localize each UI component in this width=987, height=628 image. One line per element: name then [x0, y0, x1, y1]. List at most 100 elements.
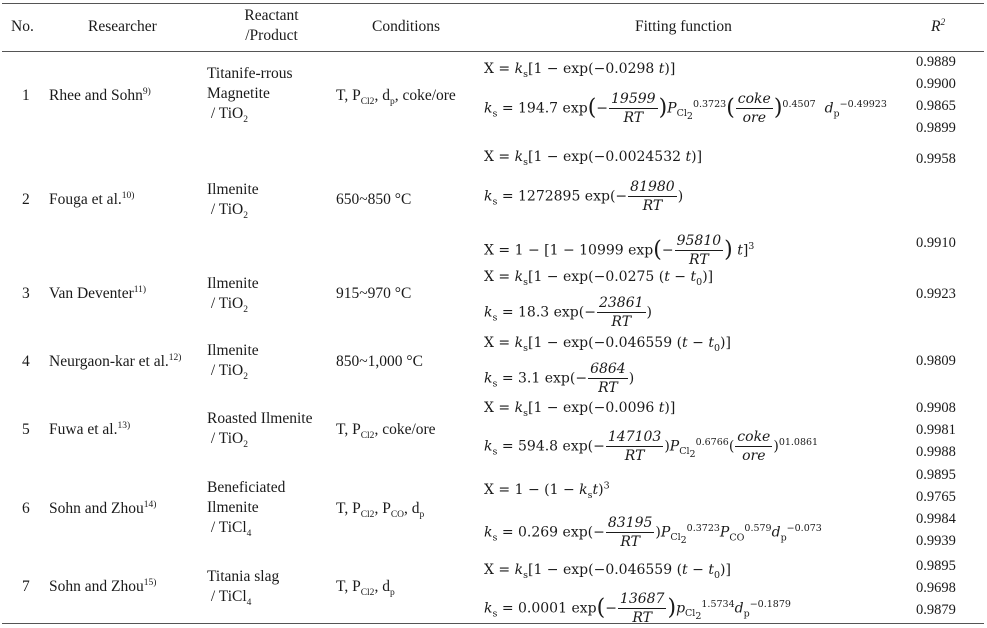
equation-fragment: d — [824, 100, 834, 117]
equation-fragment: 23861 — [596, 295, 646, 313]
reactant-line: Ilmenite — [207, 181, 259, 198]
conditions-text: , P — [374, 500, 391, 517]
equation-fragment: 0.3723 — [692, 98, 727, 110]
equation-fragment: t — [664, 269, 670, 285]
product-text: / TiO — [210, 362, 244, 379]
row-reactant: Titania slag / TiCl4 — [207, 567, 280, 608]
product-subscript: 2 — [243, 115, 248, 126]
equation-fragment: [1 − exp(−0.0298 — [527, 61, 659, 77]
equation-fragment: k — [514, 61, 524, 77]
header-no: No. — [11, 18, 34, 35]
equation-fragment: s — [523, 342, 528, 354]
equation-fragment: t — [658, 61, 665, 77]
row-reactant: Ilmenite / TiO2 — [207, 180, 259, 222]
equation-fragment: ) — [646, 304, 652, 321]
row-researcher: Rhee and Sohn9) — [49, 86, 151, 106]
product-text: / TiCl — [210, 588, 247, 605]
equation-fragment: d — [734, 600, 744, 617]
row-reactant: Roasted Ilmenite / TiO2 — [207, 409, 312, 450]
product-subscript: 4 — [246, 529, 252, 540]
equation-fragment: ( — [596, 595, 606, 621]
equation-fragment: RT — [623, 110, 644, 126]
equation-fragment: k — [484, 188, 493, 205]
conditions-text: , coke/ore — [374, 421, 436, 438]
equation-fragment: t — [708, 562, 714, 578]
reactant-line: Ilmenite — [207, 499, 259, 516]
product-subscript: 2 — [243, 211, 248, 222]
equation-fragment: ) — [677, 188, 684, 205]
reactant-line: Beneficiated — [207, 479, 286, 496]
equation-fragment: s — [523, 276, 528, 288]
conditions-subscript: p — [389, 97, 395, 108]
equation-fragment: 2 — [689, 449, 696, 461]
header-conditions: Conditions — [372, 18, 441, 35]
equation-fragment: Cl2 — [685, 608, 702, 623]
fitting-equation: X = ks[1 − exp(−0.0275 (t − t0)] — [484, 268, 713, 288]
reference-number: 12) — [168, 352, 182, 363]
researcher-name: Fouga et al. — [49, 191, 122, 208]
equation-fragment: )] — [664, 400, 676, 416]
header-fitting: Fitting function — [635, 18, 732, 35]
equation-fragment: 2 — [695, 611, 702, 623]
equation-fragment: 95810 — [674, 233, 724, 251]
reference-number: 11) — [133, 284, 147, 295]
equation-fragment: 0 — [713, 569, 721, 581]
row-reactant: Ilmenite / TiO2 — [207, 341, 259, 382]
product-text: / TiO — [210, 295, 244, 312]
r2-value: 0.9910 — [916, 235, 956, 251]
equation-fragment: 1.5734 — [701, 598, 735, 610]
equation-fragment: ) — [667, 595, 677, 621]
equation-fragment: 0 — [696, 276, 703, 288]
r2-value: 0.9698 — [916, 580, 956, 596]
equation-fragment: ) — [628, 370, 635, 387]
reactant-line: Titania slag — [207, 568, 280, 585]
row-conditions: T, PCl2, coke/ore — [336, 420, 436, 441]
equation-fragment: 0.4507 — [782, 98, 816, 110]
header-researcher: Researcher — [88, 18, 157, 35]
equation-fragment: t — [737, 242, 743, 259]
equation-fragment: 0 — [713, 342, 721, 354]
table-bottom-rule — [2, 623, 984, 624]
product-text: / TiO — [210, 201, 244, 218]
equation-fragment: [1 − exp(−0.046559 ( — [527, 335, 683, 351]
conditions-text: , d — [374, 578, 390, 595]
equation-fragment: 13687 — [617, 591, 667, 609]
reactant-line: Titanife-rrous — [207, 65, 293, 82]
equation-fragment: −0.073 — [786, 522, 822, 534]
header-bottom-rule — [2, 51, 984, 52]
r2-value: 0.9865 — [916, 98, 956, 114]
equation-fragment: = 594.8 exp(− — [497, 438, 605, 455]
r2-value: 0.9895 — [916, 558, 956, 574]
equation-fragment: t — [682, 562, 688, 578]
r2-value: 0.9895 — [916, 467, 956, 483]
reactant-line: Ilmenite — [207, 342, 259, 359]
conditions-text: T, P — [336, 500, 361, 517]
row-number: 6 — [22, 500, 30, 517]
equation-fragment: ) — [658, 95, 668, 121]
equation-fragment: Cl — [685, 608, 696, 620]
row-number: 7 — [22, 578, 30, 595]
r2-value: 0.9899 — [916, 120, 956, 136]
equation-fragment: coke — [735, 91, 773, 109]
row-number: 5 — [22, 421, 30, 438]
equation-fragment: P — [660, 524, 671, 541]
reference-number: 10) — [121, 190, 135, 201]
equation-fragment: Cl — [676, 108, 687, 120]
header-r2: R2 — [931, 17, 945, 37]
header-r2-sup: 2 — [940, 17, 946, 28]
equation-fragment: k — [484, 370, 493, 387]
equation-fragment: k — [484, 524, 493, 541]
header-reactant-line2: /Product — [245, 27, 298, 44]
equation-fragment: X = — [484, 61, 515, 77]
equation-fragment: 147103 — [605, 429, 664, 447]
equation-fragment: d — [771, 524, 781, 541]
r2-value: 0.9981 — [916, 422, 956, 438]
fitting-equation: X = ks[1 − exp(−0.046559 (t − t0)] — [484, 561, 731, 581]
product-line: / TiCl4 — [207, 518, 285, 540]
equation-fragment: ( — [653, 237, 662, 263]
